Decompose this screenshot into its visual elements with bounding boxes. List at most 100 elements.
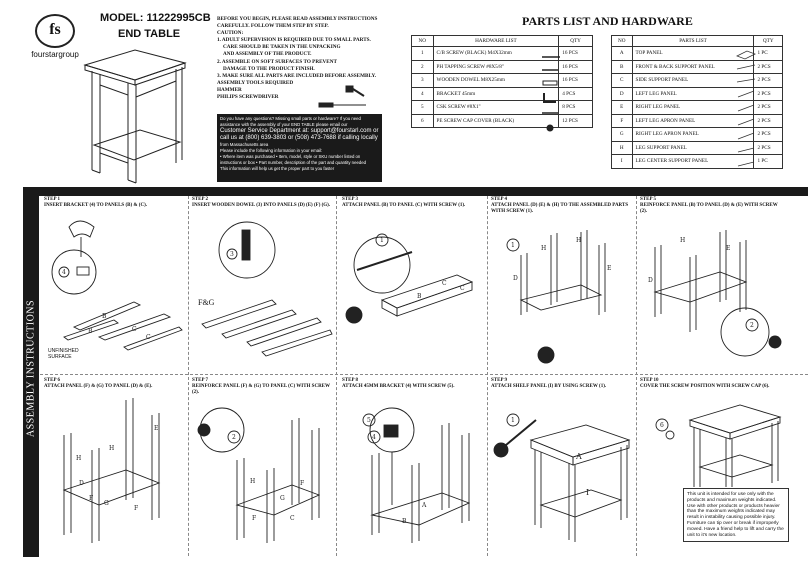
note-line: 1. ADULT SUPERVISION IS REQUIRED DUE TO …	[217, 37, 371, 44]
row-no: E	[611, 100, 633, 115]
service-phone: call us at (800) 639-3803 or (508) 473-7…	[220, 135, 378, 141]
step-2-illustration: 3	[201, 221, 333, 357]
step-number: STEP 7	[192, 378, 208, 383]
service-email[interactable]: Customer Service Department at: support@…	[220, 128, 379, 134]
unfinished-surface-label: UNFINISHED SURFACE	[48, 348, 79, 360]
svg-text:F: F	[300, 480, 304, 487]
step-7: STEP 7 REINFORCE PANEL (F) & (G) TO PANE…	[192, 378, 332, 396]
customer-service-box: Do you have any questions? Missing small…	[217, 114, 382, 182]
step-3: STEP 3 ATTACH PANEL (B) TO PANEL (C) WIT…	[342, 197, 484, 209]
row-no: 3	[411, 73, 434, 88]
service-line: from Massachusetts area	[220, 142, 269, 147]
step-3-illustration: 1 BCC	[345, 233, 474, 324]
screwdriver-icon	[345, 306, 363, 324]
svg-text:C: C	[442, 280, 447, 287]
step-8-illustration: 5 4 AB	[362, 407, 471, 543]
table-header-row: NO HARDWARE LIST QTY	[411, 35, 593, 47]
svg-text:I: I	[586, 488, 589, 497]
hammer-icon	[68, 220, 95, 238]
col-name: PARTS LIST	[631, 35, 755, 47]
svg-text:H: H	[576, 237, 581, 244]
note-line: CARE SHOULD BE TAKEN IN THE UNPACKING	[223, 44, 341, 51]
side-banner-text: ASSEMBLY INSTRUCTIONS	[25, 299, 37, 438]
note-line: PHILIPS SCREWDRIVER	[217, 94, 279, 101]
step-5-illustration: 2 DHE	[648, 230, 782, 357]
col-no: NO	[411, 35, 434, 47]
step-number: STEP 10	[640, 378, 659, 383]
step-desc: INSERT WOODEN DOWEL (3) INTO PANELS (D) …	[192, 203, 331, 208]
svg-text:G: G	[280, 495, 285, 502]
hardware-icons	[542, 56, 560, 132]
section-banner	[29, 187, 808, 196]
step-desc: REINFORCE PANEL (B) TO PANEL (D) & (E) W…	[640, 203, 778, 214]
row-no: F	[611, 113, 633, 128]
fg-label: F&G	[198, 298, 215, 307]
row-no: D	[611, 86, 633, 101]
svg-text:C: C	[146, 334, 151, 341]
row-qty: 1 PC	[753, 46, 783, 61]
svg-text:E: E	[607, 265, 611, 272]
step-desc: INSERT BRACKET (4) TO PANELS (B) & (C).	[44, 203, 147, 208]
parts-title: PARTS LIST AND HARDWARE	[522, 14, 693, 28]
svg-text:B: B	[417, 293, 422, 300]
step-number: STEP 4	[491, 197, 507, 202]
hammer-icon	[345, 85, 365, 97]
svg-text:C: C	[132, 326, 137, 333]
svg-text:E: E	[154, 425, 158, 432]
step-1: STEP 1 INSERT BRACKET (4) TO PANELS (B) …	[44, 197, 184, 209]
brand-logo: fs fourstargroup	[30, 14, 80, 59]
service-line: This information will help us get the pr…	[220, 166, 335, 171]
svg-text:1: 1	[511, 417, 515, 424]
svg-text:F: F	[252, 515, 256, 522]
step-desc: ATTACH PANEL (F) & (G) TO PANEL (D) & (E…	[44, 384, 153, 389]
step-desc: ATTACH 45MM BRACKET (4) WITH SCREW (5).	[342, 384, 455, 389]
svg-text:D: D	[79, 480, 84, 487]
step-desc: COVER THE SCREW POSITION WITH SCREW CAP …	[640, 384, 770, 389]
svg-text:E: E	[726, 245, 730, 252]
step-desc: ATTACH SHELF PANEL (I) BY USING SCREW (1…	[491, 384, 607, 389]
note-line: HAMMER	[217, 86, 242, 93]
panel-icons	[736, 50, 756, 167]
svg-text:H: H	[250, 478, 255, 485]
note-line: AND ASSEMBLY OF THE PRODUCT.	[223, 51, 312, 58]
step-number: STEP 8	[342, 378, 358, 383]
row-qty: 2 PCS	[753, 100, 783, 115]
svg-text:A: A	[575, 452, 582, 461]
svg-text:C: C	[460, 285, 465, 292]
step-number: STEP 2	[192, 197, 208, 202]
col-qty: QTY	[753, 35, 783, 47]
svg-text:2: 2	[750, 322, 754, 329]
row-qty: 2 PCS	[753, 86, 783, 101]
assembly-side-banner: ASSEMBLY INSTRUCTIONS	[23, 187, 39, 557]
row-qty: 2 PCS	[753, 127, 783, 142]
screwdriver-icon	[356, 251, 413, 271]
svg-text:4: 4	[62, 269, 66, 276]
svg-text:F: F	[134, 505, 138, 512]
step-desc: REINFORCE PANEL (F) & (G) TO PANEL (C) W…	[192, 384, 330, 395]
row-no: A	[611, 46, 633, 61]
screwdriver-icon	[318, 102, 366, 108]
row-qty: 2 PCS	[753, 59, 783, 74]
screw-cap-icon	[546, 124, 554, 132]
bracket-icon	[543, 93, 556, 103]
note-line: CAUTION:	[217, 30, 244, 37]
service-line: assistance with the assembly of your END…	[220, 122, 348, 127]
divider	[336, 196, 337, 556]
step-10: STEP 10 COVER THE SCREW POSITION WITH SC…	[640, 378, 785, 390]
row-no: 6	[411, 113, 434, 128]
weight-disclaimer: This unit is intended for use only with …	[683, 488, 789, 543]
brand-name: fourstargroup	[31, 50, 79, 59]
row-no: 5	[411, 100, 434, 115]
logo-mark: fs	[35, 14, 75, 48]
svg-text:F: F	[89, 495, 93, 502]
product-illustration	[83, 49, 187, 184]
row-no: H	[611, 140, 633, 155]
service-line: Do you have any questions? Missing small…	[220, 116, 361, 121]
